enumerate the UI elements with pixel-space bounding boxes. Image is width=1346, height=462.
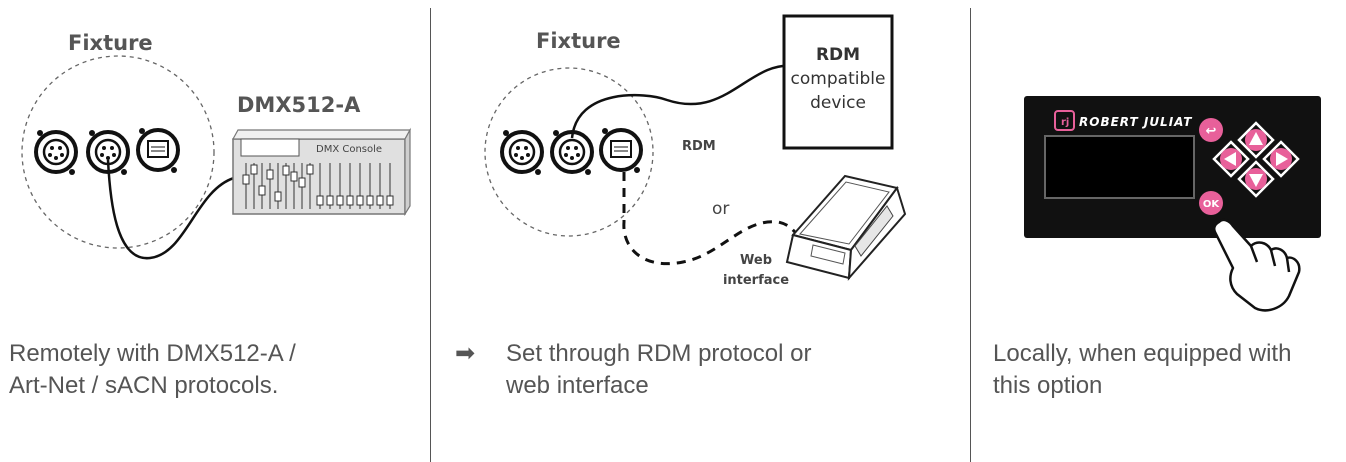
lcd-screen (1044, 135, 1195, 199)
dmx-console: DMX Console (231, 127, 412, 217)
ok-button[interactable]: OK (1199, 191, 1223, 215)
brand-logo-icon (1054, 110, 1075, 131)
panel-divider-2 (970, 8, 971, 462)
caption-line: web interface (506, 372, 649, 399)
down-button[interactable] (1237, 160, 1275, 198)
caption-line: Locally, when equipped with (993, 340, 1292, 367)
console-screen-label: DMX Console (316, 144, 382, 155)
xlr-connector-5pin (500, 130, 544, 175)
caption-rdm: ➡ Set through RDM protocol or web interf… (455, 338, 811, 402)
left-button[interactable] (1212, 140, 1250, 178)
fixture-label: Fixture (536, 29, 621, 53)
right-button[interactable] (1262, 140, 1300, 178)
caption-dmx: Remotely with DMX512-A / Art-Net / sACN … (9, 338, 296, 402)
left-arrow-icon (1224, 152, 1236, 166)
caption-line: Art-Net / sACN protocols. (9, 372, 279, 399)
ethercon-connector (136, 128, 180, 173)
down-arrow-icon (1249, 174, 1263, 187)
rdm-device-box (782, 14, 894, 150)
panel-dmx: Fixture DMX512-A (0, 0, 430, 462)
right-arrow-icon (1276, 152, 1288, 166)
arrow-icon: ➡ (455, 340, 476, 367)
laptop-icon (785, 174, 907, 281)
fixture-label: Fixture (68, 31, 153, 55)
rdm-cable (570, 64, 796, 139)
brand-label: ROBERT JULIAT (1079, 115, 1193, 129)
caption-line: Set through RDM protocol or (506, 340, 812, 367)
ok-label: OK (1203, 199, 1221, 210)
console-title: DMX512-A (237, 93, 361, 117)
fixture-outline (484, 67, 654, 237)
panel-local: rj ROBERT JULIAT ↩ OK (971, 0, 1346, 462)
rdm-label: RDM (682, 139, 716, 154)
device-label: compatible (791, 69, 886, 89)
back-button[interactable]: ↩ (1199, 118, 1223, 142)
fixture-outline (21, 55, 215, 249)
device-label: RDM (816, 45, 860, 65)
ethercon-connector (599, 128, 643, 173)
caption-local: Locally, when equipped with this option (993, 338, 1291, 402)
xlr-connector-5pin-linked (550, 130, 594, 175)
pointing-hand-icon (1212, 218, 1301, 312)
rdm-diagram: Fixture RDM RDM compatibl (484, 14, 907, 288)
device-label: device (810, 93, 866, 113)
xlr-connector-5pin (34, 130, 78, 175)
web-label: Web (740, 253, 772, 268)
local-control-diagram: rj ROBERT JULIAT ↩ OK (1024, 96, 1321, 312)
panel-rdm: Fixture RDM RDM compatibl (431, 0, 970, 462)
up-button[interactable] (1237, 121, 1275, 159)
up-arrow-icon (1249, 132, 1263, 145)
panel-divider-1 (430, 8, 431, 462)
caption-line: Remotely with DMX512-A / (9, 340, 296, 367)
or-label: or (712, 199, 729, 219)
dmx-cable (106, 159, 235, 260)
web-label: interface (723, 273, 789, 288)
back-icon: ↩ (1206, 124, 1217, 139)
brand-logo-icon-glyph: rj (1061, 117, 1069, 128)
dmx-diagram: Fixture DMX512-A (21, 31, 412, 260)
caption-line: this option (993, 372, 1103, 399)
